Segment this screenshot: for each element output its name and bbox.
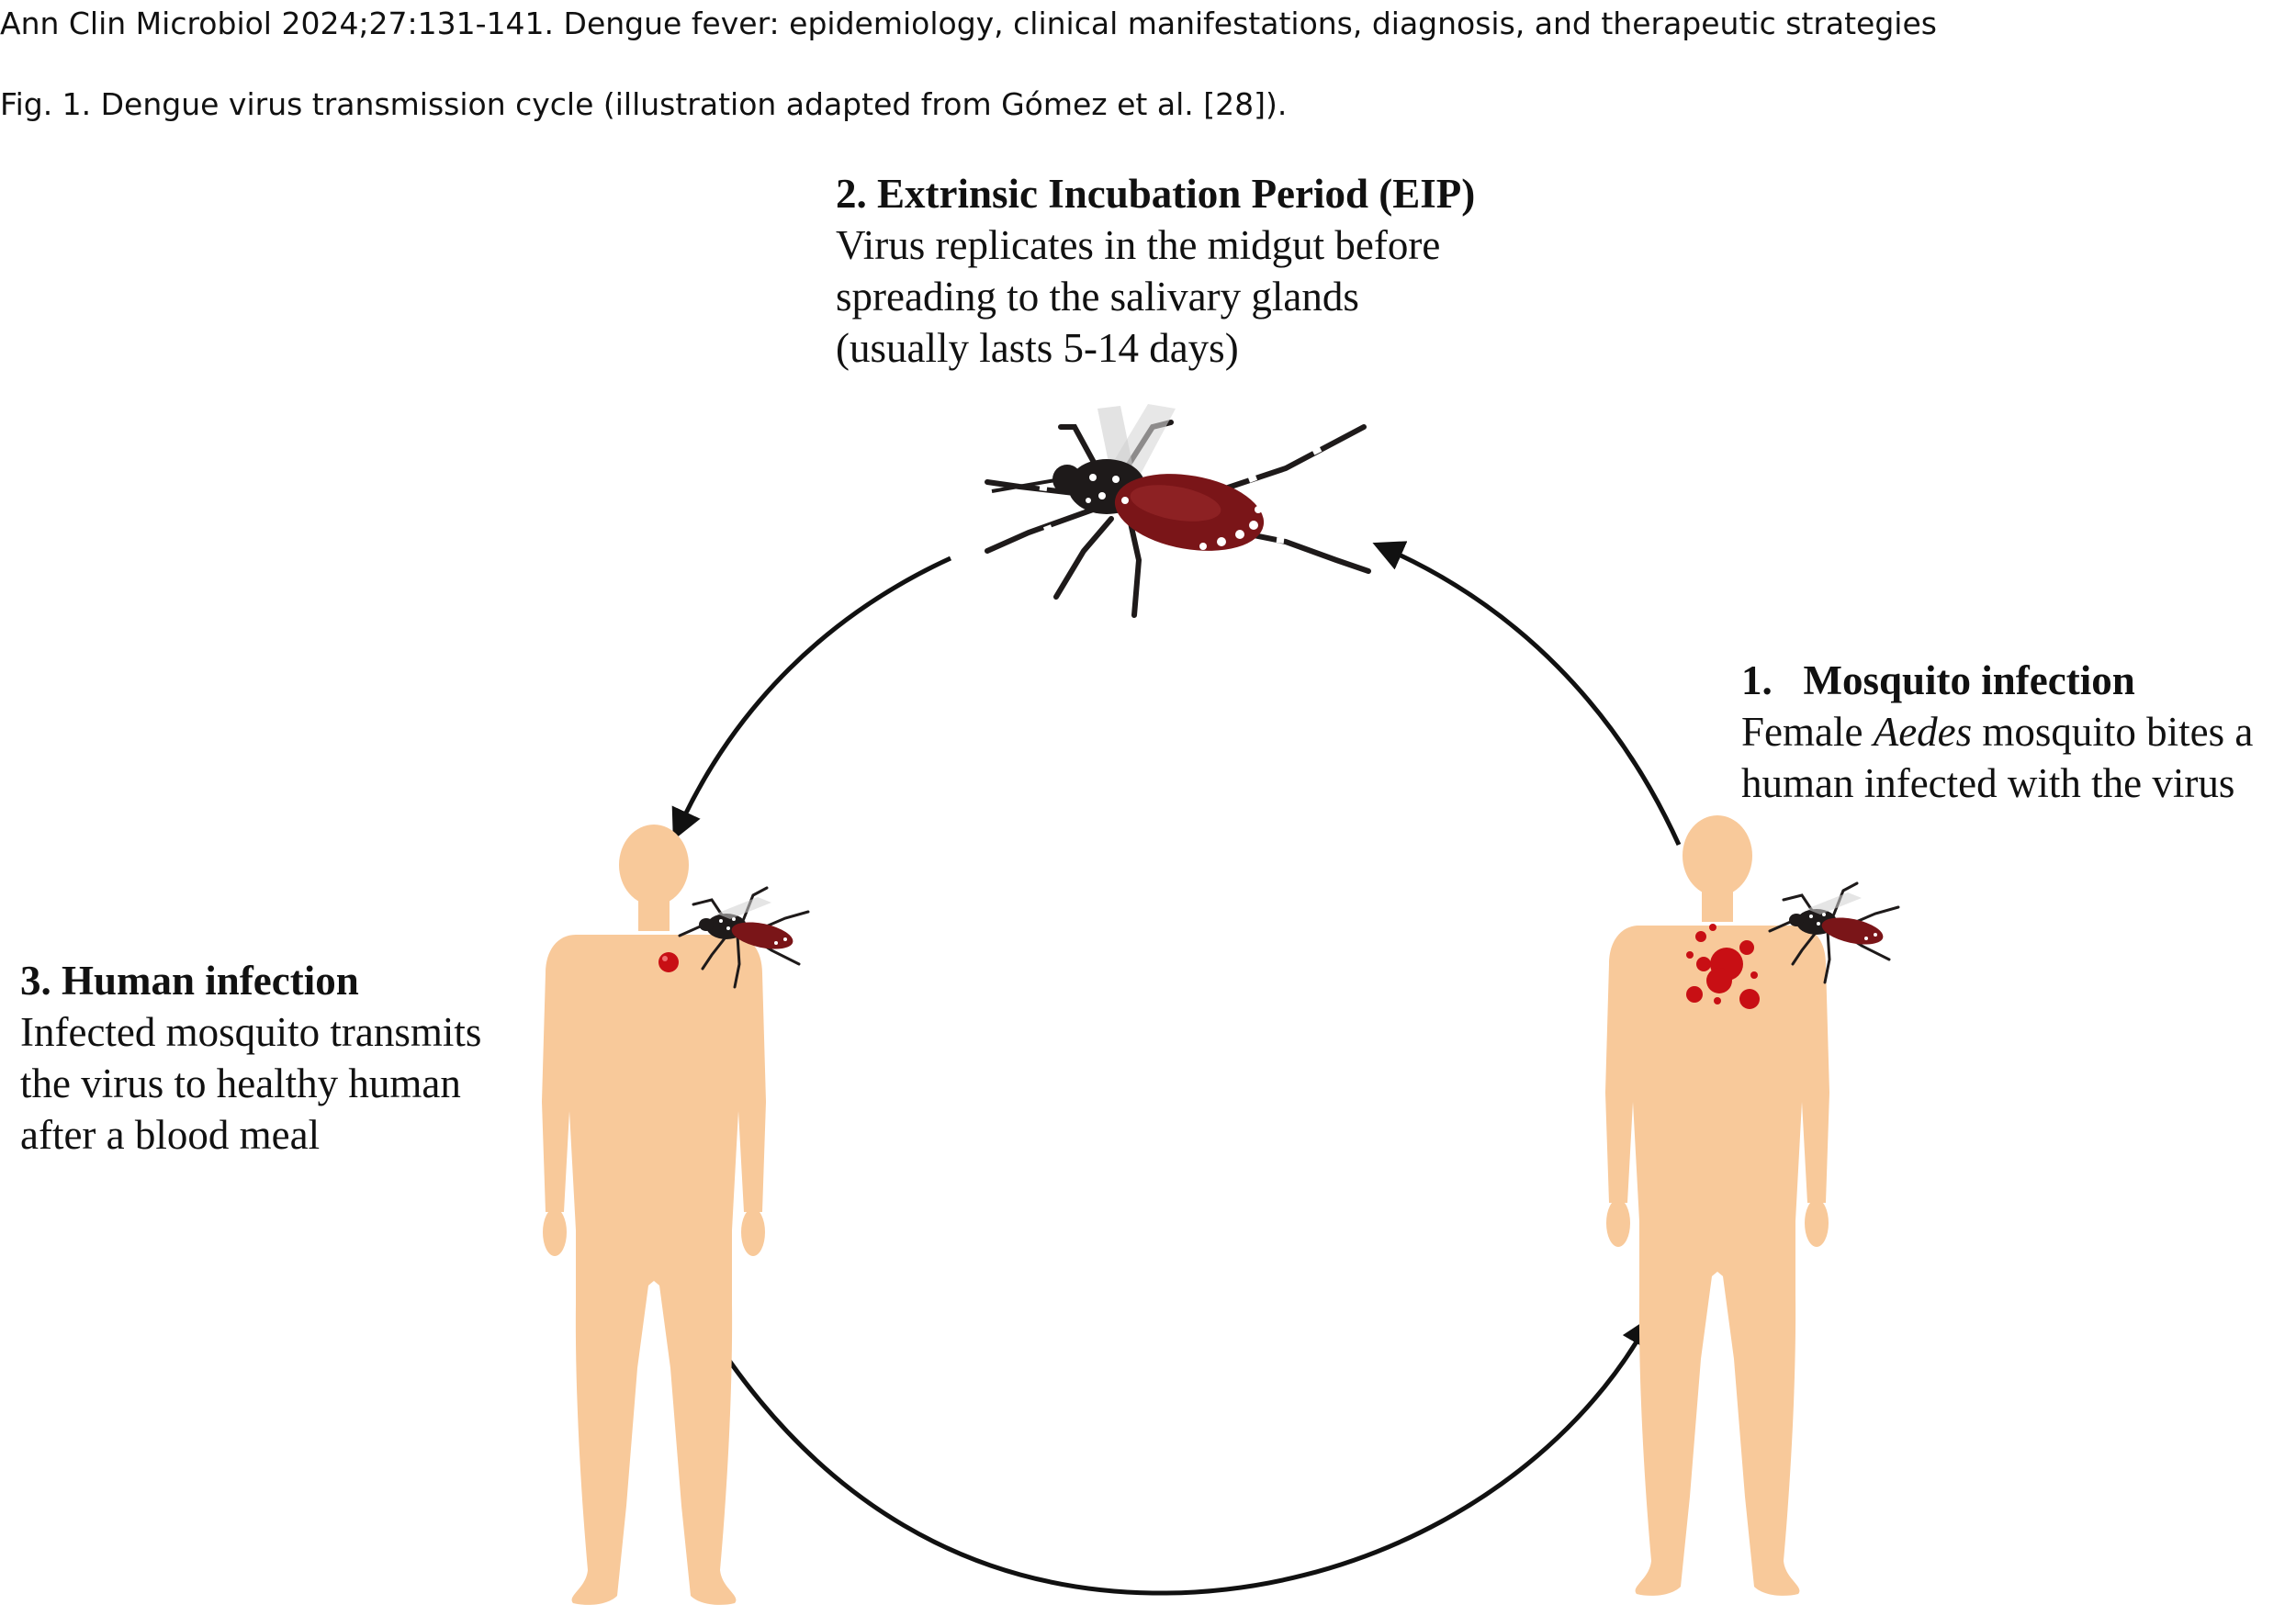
blood-spot [658, 952, 679, 972]
step-eip-line-2: spreading to the salivary glands [836, 274, 1359, 320]
step-mosquito-infection-text: 1. Mosquito infection Female Aedes mosqu… [1741, 655, 2253, 809]
step-eip-line-3: (usually lasts 5-14 days) [836, 325, 1239, 371]
step-human-infection-text: 3. Human infection Infected mosquito tra… [20, 955, 481, 1161]
step-mosquito-infection-line-1: Female Aedes mosquito bites a [1741, 706, 2253, 758]
step-mosquito-infection-number: 1. [1741, 657, 1773, 703]
step-human-infection-line-2: the virus to healthy human [20, 1060, 461, 1106]
step-human-infection-number: 3 [20, 958, 41, 1004]
step-eip-text: 2. Extrinsic Incubation Period (EIP) Vir… [836, 168, 1475, 374]
step-human-infection-title: . Human infection [40, 958, 359, 1004]
line-1-prefix: Female [1741, 709, 1874, 755]
figure-caption: Fig. 1. Dengue virus transmission cycle … [0, 86, 1288, 122]
arrow-to-mosquito [1372, 541, 1682, 847]
step-mosquito-infection-line-2: human infected with the virus [1741, 760, 2235, 806]
genus-aedes: Aedes [1873, 709, 1973, 755]
step-eip-title: 2. Extrinsic Incubation Period (EIP) [836, 171, 1476, 217]
line-1-suffix: mosquito bites a [1972, 709, 2254, 755]
arrow-cycle-bottom [700, 1316, 1652, 1596]
human-figure-icon [542, 825, 766, 1605]
step-eip-line-1: Virus replicates in the midgut before [836, 222, 1441, 268]
virus-infection-spots [1686, 924, 1760, 1009]
step-human-infection-line-1: Infected mosquito transmits [20, 1009, 482, 1055]
step-mosquito-infection-title: Mosquito infection [1803, 657, 2135, 703]
mosquito-icon [985, 404, 1371, 618]
step-human-infection-line-3: after a blood meal [20, 1112, 321, 1158]
article-citation: Ann Clin Microbiol 2024;27:131-141. Deng… [0, 6, 1937, 41]
step-human-infection-heading: 3. Human infection [20, 955, 481, 1006]
human-figure-icon [1605, 815, 1829, 1596]
arrow-to-human-infection [671, 556, 952, 841]
step-mosquito-infection-heading: 1. Mosquito infection [1741, 655, 2253, 706]
